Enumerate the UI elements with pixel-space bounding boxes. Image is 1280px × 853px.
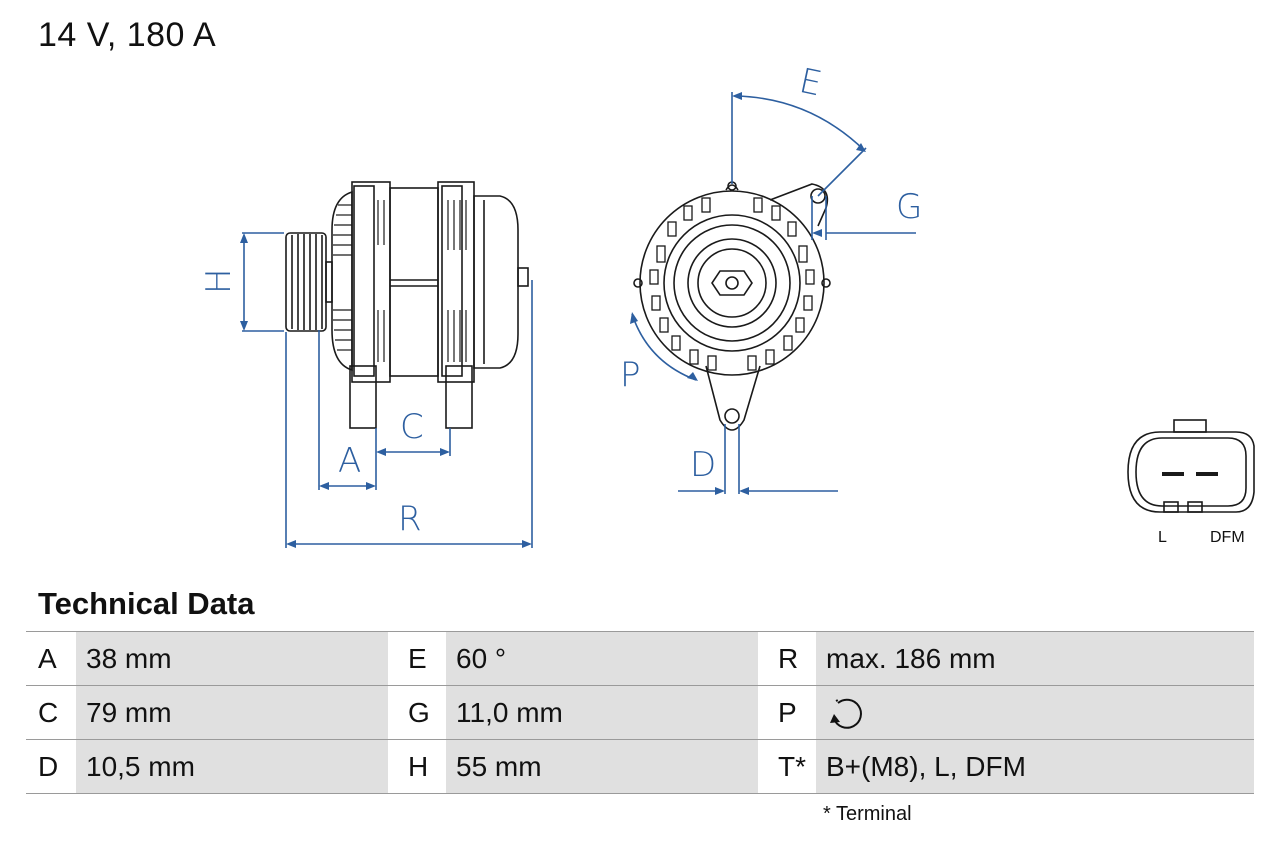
connector-plug (1127, 419, 1255, 513)
spec-value: 55 mm (446, 739, 758, 794)
spec-key: G (388, 685, 446, 740)
dim-label-h: H (199, 268, 239, 294)
spec-key: C (26, 685, 76, 740)
spec-key: R (758, 631, 816, 686)
dim-label-g: G (896, 187, 922, 227)
spec-value: 79 mm (76, 685, 388, 740)
technical-data-table: A 38 mm E 60 ° R max. 186 mm C 79 mm G 1… (26, 631, 1254, 794)
connector-label-l: L (1158, 529, 1167, 546)
alternator-front-view (633, 181, 831, 431)
dim-label-a: A (338, 441, 361, 481)
spec-key: T* (758, 739, 816, 794)
product-title: 14 V, 180 A (38, 16, 217, 54)
dim-label-r: R (398, 499, 422, 539)
spec-key: E (388, 631, 446, 686)
spec-value (816, 685, 1254, 740)
spec-key: P (758, 685, 816, 740)
table-row: C 79 mm G 11,0 mm P (26, 685, 1254, 740)
dim-label-c: C (400, 407, 424, 447)
spec-key: A (26, 631, 76, 686)
dim-label-e: E (796, 61, 825, 105)
pulley (285, 232, 333, 332)
spec-value: 60 ° (446, 631, 758, 686)
spec-key: D (26, 739, 76, 794)
table-row: A 38 mm E 60 ° R max. 186 mm (26, 631, 1254, 686)
spec-key: H (388, 739, 446, 794)
alternator-side-view (285, 181, 529, 429)
spec-value: 11,0 mm (446, 685, 758, 740)
spec-value: B+(M8), L, DFM (816, 739, 1254, 794)
side-view-dimensions (240, 232, 533, 548)
table-row: D 10,5 mm H 55 mm T* B+(M8), L, DFM (26, 739, 1254, 794)
connector-label-dfm: DFM (1210, 529, 1245, 546)
vent-slots (649, 197, 815, 371)
spec-value: 38 mm (76, 631, 388, 686)
spec-value: 10,5 mm (76, 739, 388, 794)
technical-data-title: Technical Data (38, 586, 255, 621)
front-view-dimensions (630, 92, 916, 495)
dim-label-d: D (690, 445, 716, 485)
dim-label-p: P (620, 355, 641, 395)
alternator-drawing: H A C R (199, 61, 1255, 548)
rotation-direction-icon (830, 697, 862, 729)
footnote: * Terminal (823, 803, 912, 825)
spec-value: max. 186 mm (816, 631, 1254, 686)
